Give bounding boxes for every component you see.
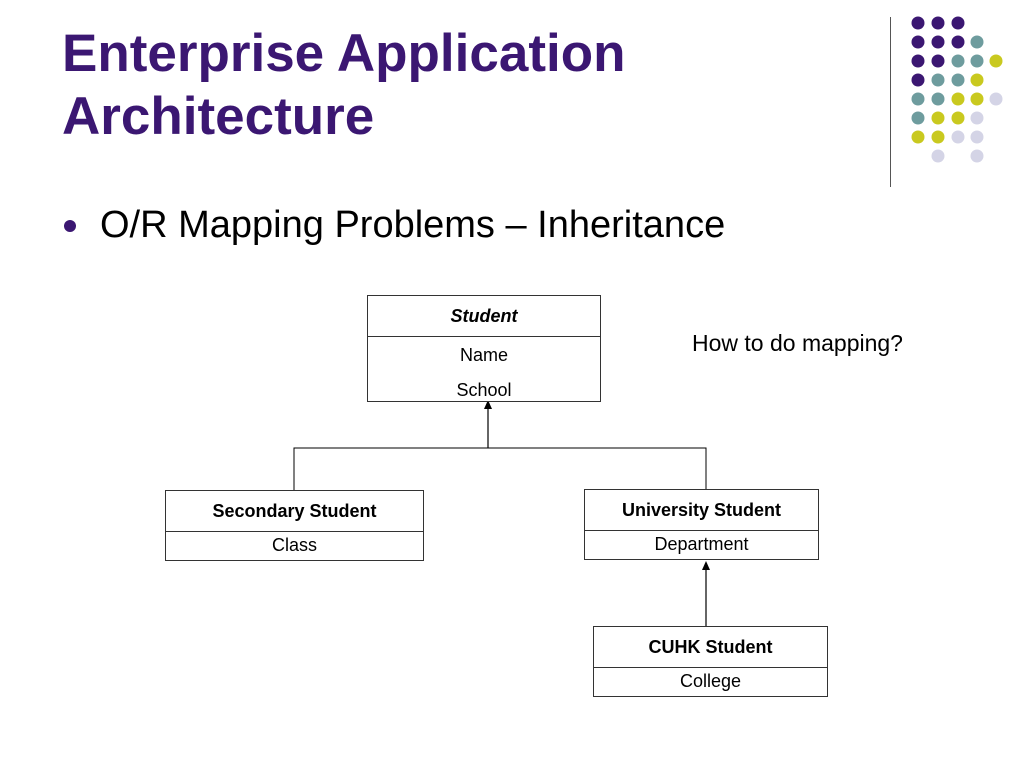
decorative-dot — [931, 149, 945, 163]
title-divider — [890, 17, 891, 187]
decorative-dot — [970, 130, 984, 144]
decorative-dot — [989, 92, 1003, 106]
decorative-dot — [931, 130, 945, 144]
decorative-dot — [911, 35, 925, 49]
class-name-secondary-student: Secondary Student — [166, 491, 423, 532]
class-name-student: Student — [368, 296, 600, 337]
decorative-dot — [911, 130, 925, 144]
class-attr-class: Class — [271, 535, 317, 555]
class-box-university-student: University Student Department — [584, 489, 819, 560]
decorative-dot — [911, 54, 925, 68]
decorative-dot — [970, 73, 984, 87]
decorative-dot — [911, 111, 925, 125]
mapping-question: How to do mapping? — [692, 330, 903, 356]
class-name-cuhk-student: CUHK Student — [594, 627, 827, 668]
decorative-dot — [931, 35, 945, 49]
decorative-dot — [970, 54, 984, 68]
arrowhead-student — [484, 400, 492, 409]
slide-title: Enterprise Application Architecture — [62, 22, 862, 148]
decorative-dot — [951, 92, 965, 106]
connector-university-to-student — [488, 447, 707, 489]
class-attr-name: Name — [459, 345, 508, 365]
decorative-dot — [970, 35, 984, 49]
decorative-dot — [951, 16, 965, 30]
decorative-dot — [970, 111, 984, 125]
class-attr-school: School — [456, 380, 512, 400]
decorative-dot — [970, 149, 984, 163]
connector-secondary-to-student — [293, 447, 488, 490]
slide-title-line-2: Architecture — [62, 87, 375, 146]
class-box-student: Student Name School — [367, 295, 601, 402]
class-name-university-student: University Student — [585, 490, 818, 531]
decorative-dot — [989, 54, 1003, 68]
decorative-dot — [970, 92, 984, 106]
decorative-dot — [931, 111, 945, 125]
class-attr-department: Department — [654, 534, 749, 554]
class-attr-college: College — [679, 671, 742, 691]
decorative-dot-grid — [911, 16, 1003, 163]
class-box-cuhk-student: CUHK Student College — [593, 626, 828, 697]
decorative-dot — [951, 73, 965, 87]
decorative-dot — [931, 73, 945, 87]
decorative-dot — [931, 54, 945, 68]
decorative-dot — [931, 92, 945, 106]
class-box-secondary-student: Secondary Student Class — [165, 490, 424, 561]
decorative-dot — [911, 16, 925, 30]
decorative-dot — [951, 35, 965, 49]
slide-title-line-1: Enterprise Application — [62, 24, 626, 83]
decorative-dot — [911, 92, 925, 106]
bullet-text: O/R Mapping Problems – Inheritance — [100, 204, 726, 246]
bullet-dot-icon — [64, 220, 76, 232]
decorative-dot — [951, 54, 965, 68]
decorative-dot — [951, 130, 965, 144]
arrowhead-university — [702, 561, 710, 570]
decorative-dot — [951, 111, 965, 125]
decorative-dot — [911, 73, 925, 87]
decorative-dot — [931, 16, 945, 30]
